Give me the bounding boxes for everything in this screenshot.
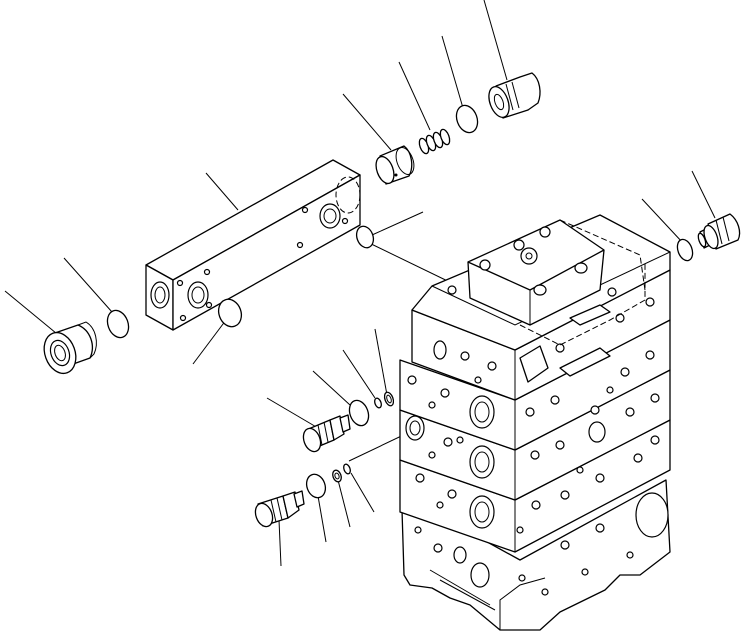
leader-spring	[398, 61, 431, 131]
control-valve-body-icon	[399, 214, 671, 631]
leader-ring-small-mid	[374, 328, 388, 396]
leader-plug-large-left	[4, 290, 63, 339]
leader-valve-low-left	[278, 519, 282, 567]
leader-o-ring-low	[317, 495, 327, 543]
washer-small-mid-icon	[374, 397, 382, 409]
leader-lines	[4, 0, 716, 567]
spring-icon	[418, 128, 451, 155]
leader-plug-top	[483, 0, 508, 81]
valve-right-icon	[697, 213, 741, 250]
leader-valve-right	[691, 170, 716, 219]
o-ring-block-side-icon	[355, 225, 375, 249]
leader-o-ring-mid	[312, 370, 351, 406]
o-ring-top-icon	[455, 104, 479, 134]
leader-o-ring-left	[63, 257, 113, 313]
plug-large-left-icon	[43, 321, 97, 375]
leader-o-ring-block-side	[371, 211, 424, 236]
leader-washer-low	[337, 479, 351, 528]
valve-mid-left-icon	[302, 414, 351, 453]
o-ring-low-icon	[305, 473, 327, 499]
valve-low-left-icon	[254, 490, 305, 528]
o-ring-mid-icon	[348, 399, 370, 427]
o-ring-left-icon	[106, 309, 130, 339]
o-ring-right-icon	[676, 238, 694, 262]
leader-sleeve	[342, 93, 392, 151]
leader-washer-small-mid	[342, 349, 376, 399]
o-ring-block-bottom-icon	[217, 298, 243, 328]
leader-o-ring-block-bottom	[192, 319, 227, 365]
ring-small-mid-icon	[383, 391, 395, 407]
leader-o-ring-top	[441, 35, 464, 109]
leader-valve-mid-left	[266, 397, 319, 429]
plug-top-icon	[488, 72, 541, 119]
sleeve-icon	[375, 145, 415, 185]
ring-low-icon	[343, 463, 351, 475]
leader-ring-low	[350, 472, 375, 513]
manifold-block-icon	[145, 159, 361, 331]
leader-o-ring-right	[641, 198, 684, 244]
washer-low-icon	[332, 469, 342, 483]
leader-manifold-block	[205, 172, 239, 211]
connector-block-to-body	[362, 239, 461, 288]
